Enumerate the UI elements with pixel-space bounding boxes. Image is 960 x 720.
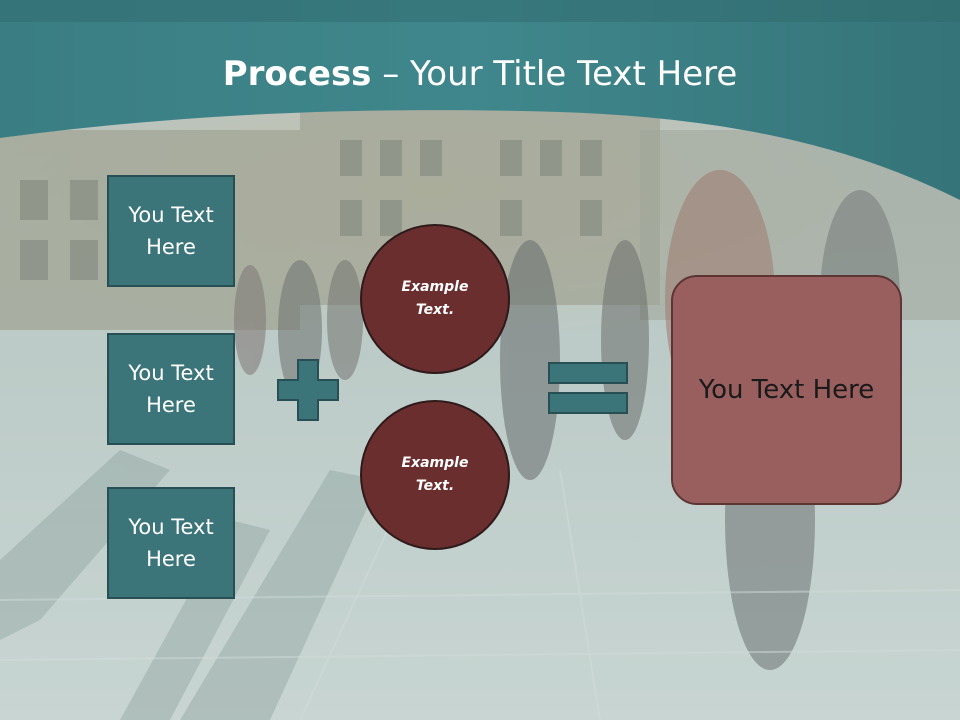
text-box-2-label: You Text Here <box>128 361 214 417</box>
text-box-1-label: You Text Here <box>128 203 214 259</box>
example-circle-2-label: Example Text. <box>401 455 469 494</box>
text-box-3: You Text Here <box>107 487 235 599</box>
example-circle-1-label: Example Text. <box>401 279 469 318</box>
example-circle-2: Example Text. <box>360 400 510 550</box>
text-box-1: You Text Here <box>107 175 235 287</box>
title-rest: – Your Title Text Here <box>371 54 738 94</box>
text-box-2: You Text Here <box>107 333 235 445</box>
title-bold: Process <box>222 54 372 94</box>
plus-icon <box>277 359 339 421</box>
example-circle-1: Example Text. <box>360 224 510 374</box>
result-box-label: You Text Here <box>698 375 875 405</box>
text-box-3-label: You Text Here <box>128 515 214 571</box>
result-box: You Text Here <box>671 275 902 505</box>
slide-title: Process – Your Title Text Here <box>0 52 960 96</box>
equals-icon <box>548 362 628 414</box>
